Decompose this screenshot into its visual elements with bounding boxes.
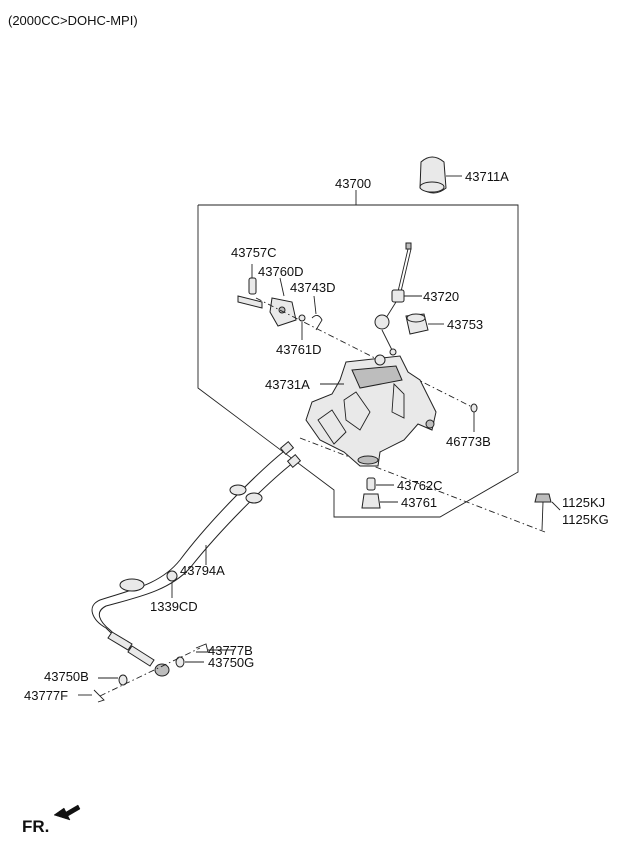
engine-spec-header: (2000CC>DOHC-MPI) xyxy=(8,13,138,28)
grommet-part[interactable] xyxy=(470,403,478,432)
bracket-part[interactable] xyxy=(237,277,297,327)
nut-part[interactable] xyxy=(166,570,178,598)
label-43757C[interactable]: 43757C xyxy=(231,245,277,260)
label-43761[interactable]: 43761 xyxy=(401,495,437,510)
label-43743D[interactable]: 43743D xyxy=(290,280,336,295)
label-43731A[interactable]: 43731A xyxy=(265,377,310,392)
alignment-line-upper xyxy=(255,297,475,409)
direction-label: FR. xyxy=(22,817,49,836)
label-43700[interactable]: 43700 xyxy=(335,176,371,191)
label-1125KJ[interactable]: 1125KJ xyxy=(562,495,605,510)
alignment-line-lower xyxy=(299,437,546,533)
spacer-part[interactable] xyxy=(366,477,394,491)
bush-part[interactable] xyxy=(361,493,398,509)
shifter-housing-part[interactable] xyxy=(305,354,437,467)
label-46773B[interactable]: 46773B xyxy=(446,434,491,449)
shift-lever-part[interactable] xyxy=(374,242,422,356)
label-43761D[interactable]: 43761D xyxy=(276,342,322,357)
forward-arrow-icon xyxy=(53,804,81,821)
label-43753[interactable]: 43753 xyxy=(447,317,483,332)
label-43760D[interactable]: 43760D xyxy=(258,264,304,279)
washer-part-1[interactable] xyxy=(154,656,204,677)
label-43750B[interactable]: 43750B xyxy=(44,669,89,684)
shift-knob-part[interactable] xyxy=(419,156,462,194)
washer-part-2[interactable] xyxy=(98,674,128,686)
label-43720[interactable]: 43720 xyxy=(423,289,459,304)
label-43794A[interactable]: 43794A xyxy=(180,563,225,578)
bolt-part[interactable] xyxy=(534,493,561,531)
label-1125KG[interactable]: 1125KG xyxy=(562,512,609,527)
label-43777B[interactable]: 43777B xyxy=(208,643,253,658)
bushing-part[interactable] xyxy=(405,313,444,335)
washer-part[interactable] xyxy=(298,314,306,340)
label-1339CD[interactable]: 1339CD xyxy=(150,599,198,614)
cable-assembly-part[interactable] xyxy=(91,441,302,667)
snap-pin-part-2[interactable] xyxy=(78,689,105,703)
label-43777F[interactable]: 43777F xyxy=(24,688,68,703)
label-43750G[interactable]: 43750G xyxy=(208,655,254,670)
label-43762C[interactable]: 43762C xyxy=(397,478,443,493)
assembly-outline xyxy=(197,190,519,518)
clip-part[interactable] xyxy=(311,295,323,331)
label-43711A[interactable]: 43711A xyxy=(465,169,509,184)
alignment-line-cable xyxy=(99,647,201,697)
pin-part[interactable] xyxy=(248,264,257,295)
snap-pin-part[interactable] xyxy=(195,643,234,653)
